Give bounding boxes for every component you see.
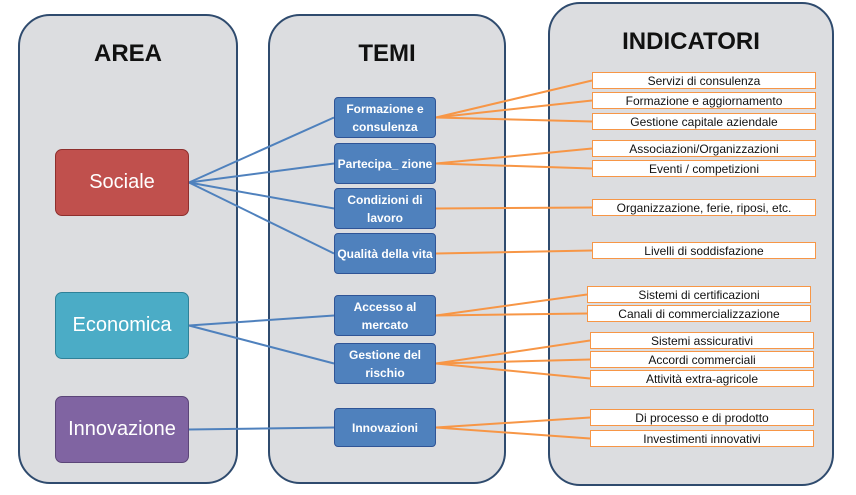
tema-indicatore-link <box>435 312 588 317</box>
area-innovazione: Innovazione <box>55 396 189 463</box>
tema-indicatore-link <box>435 206 593 210</box>
ind-processo-prodotto: Di processo e di prodotto <box>590 409 814 426</box>
area-header: AREA <box>93 40 162 67</box>
area-tema-link <box>188 181 335 255</box>
tema-indicatore-link <box>435 339 591 365</box>
tema-indicatore-link <box>435 416 591 429</box>
tema-indicatore-link <box>435 249 593 255</box>
ind-accordi-commerciali: Accordi commerciali <box>590 351 814 368</box>
area-tema-link <box>188 181 335 210</box>
tema-indicatore-link <box>435 79 593 119</box>
tema-indicatore-link <box>435 293 588 317</box>
area-tema-link <box>188 116 335 184</box>
ind-associazioni: Associazioni/Organizzazioni <box>592 140 816 157</box>
ind-organizzazione-ferie: Organizzazione, ferie, riposi, etc. <box>592 199 816 216</box>
tema-gestione-rischio: Gestione del rischio <box>334 343 436 384</box>
area-tema-link <box>188 314 335 327</box>
area-tema-link <box>188 162 335 184</box>
tema-indicatore-link <box>435 362 591 380</box>
tema-indicatore-link <box>435 99 593 119</box>
tema-indicatore-link <box>435 162 593 170</box>
ind-livelli-soddisfazione: Livelli di soddisfazione <box>592 242 816 259</box>
tema-qualita-vita: Qualità della vita <box>334 233 436 274</box>
area-tema-link <box>188 324 335 365</box>
ind-attivita-extra-agricole: Attività extra-agricole <box>590 370 814 387</box>
tema-indicatore-link <box>435 358 591 365</box>
indicatori-header: INDICATORI <box>622 28 760 55</box>
area-economica: Economica <box>55 292 189 359</box>
tema-accesso-mercato: Accesso al mercato <box>334 295 436 336</box>
area-tema-link <box>188 426 335 431</box>
ind-gestione-capitale: Gestione capitale aziendale <box>592 113 816 130</box>
ind-servizi-consulenza: Servizi di consulenza <box>592 72 816 89</box>
ind-investimenti-innovativi: Investimenti innovativi <box>590 430 814 447</box>
ind-canali-commercializzazione: Canali di commercializzazione <box>587 305 811 322</box>
ind-sistemi-assicurativi: Sistemi assicurativi <box>590 332 814 349</box>
ind-sistemi-certificazioni: Sistemi di certificazioni <box>587 286 811 303</box>
ind-eventi: Eventi / competizioni <box>592 160 816 177</box>
temi-header: TEMI <box>358 40 416 67</box>
tema-indicatore-link <box>435 116 593 123</box>
tema-indicatore-link <box>435 426 591 440</box>
tema-indicatore-link <box>435 147 593 165</box>
tema-condizioni-lavoro: Condizioni di lavoro <box>334 188 436 229</box>
tema-innovazioni: Innovazioni <box>334 408 436 447</box>
area-sociale: Sociale <box>55 149 189 216</box>
tema-formazione-consulenza: Formazione e consulenza <box>334 97 436 138</box>
ind-formazione-aggiornamento: Formazione e aggiornamento <box>592 92 816 109</box>
tema-partecipazione: Partecipa_ zione <box>334 143 436 184</box>
